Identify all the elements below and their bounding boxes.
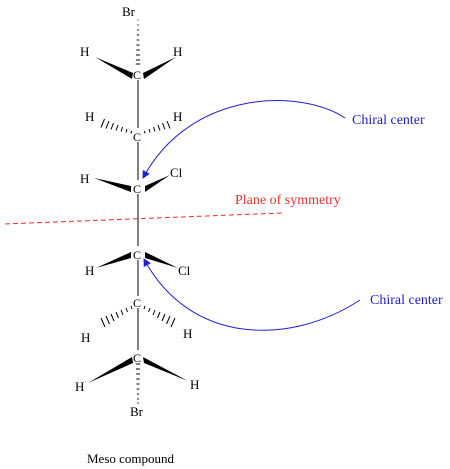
- atom-c3: C: [133, 182, 141, 196]
- wedge-c4-h-left: [96, 252, 131, 268]
- hash-c2-h-right: [144, 120, 171, 134]
- chiral-arrow-lower: [143, 258, 361, 331]
- atom-br-top: Br: [122, 4, 136, 19]
- atom-h-c3-left: H: [80, 171, 89, 186]
- atom-cl-c3: Cl: [170, 165, 183, 180]
- hash-c2-h-left: [100, 118, 132, 134]
- wedge-c6-h-left: [88, 357, 133, 383]
- atom-br-bottom: Br: [130, 404, 144, 419]
- wedge-c1-h-right: [143, 57, 176, 79]
- atom-h-c4-left: H: [85, 263, 94, 278]
- hash-c5-h-right: [143, 305, 176, 328]
- hashed-side-bonds: [100, 118, 176, 328]
- hash-c5-h-left: [100, 305, 133, 328]
- atom-h-c1-right: H: [173, 44, 182, 59]
- caption-meso-compound: Meso compound: [87, 451, 175, 466]
- wedge-c1-h-left: [95, 57, 133, 79]
- atom-h-c2-left: H: [85, 109, 94, 124]
- atom-h-c2-right: H: [173, 109, 182, 124]
- atom-c5: C: [133, 296, 141, 310]
- atom-labels: Br H H C H H C H Cl C C H Cl C H H C H H…: [75, 4, 199, 419]
- wedge-c4-cl: [145, 252, 178, 268]
- hashed-bond-br-top: [135, 19, 141, 65]
- hashed-bond-br-bottom: [135, 363, 141, 404]
- wedge-bonds: [88, 57, 188, 383]
- atom-c6: C: [133, 351, 141, 365]
- atom-c4: C: [133, 248, 141, 262]
- chiral-center-label-upper: Chiral center: [352, 113, 425, 128]
- wedge-c3-h-left: [94, 178, 131, 192]
- atom-h-c5-right: H: [183, 326, 192, 341]
- chiral-arrow-upper: [142, 100, 346, 179]
- atom-cl-c4: Cl: [178, 263, 191, 278]
- atom-h-c5-left: H: [81, 330, 90, 345]
- atom-c1: C: [133, 68, 141, 82]
- atom-h-c6-right: H: [190, 377, 199, 392]
- symmetry-plane-line: [4, 212, 283, 225]
- chiral-center-label-lower: Chiral center: [370, 293, 443, 308]
- wedge-c3-cl: [145, 175, 170, 192]
- plane-of-symmetry-label: Plane of symmetry: [235, 193, 341, 208]
- atom-c2: C: [133, 130, 141, 144]
- atom-h-c1-left: H: [80, 44, 89, 59]
- atom-h-c6-left: H: [75, 379, 84, 394]
- wedge-c6-h-right: [143, 357, 188, 381]
